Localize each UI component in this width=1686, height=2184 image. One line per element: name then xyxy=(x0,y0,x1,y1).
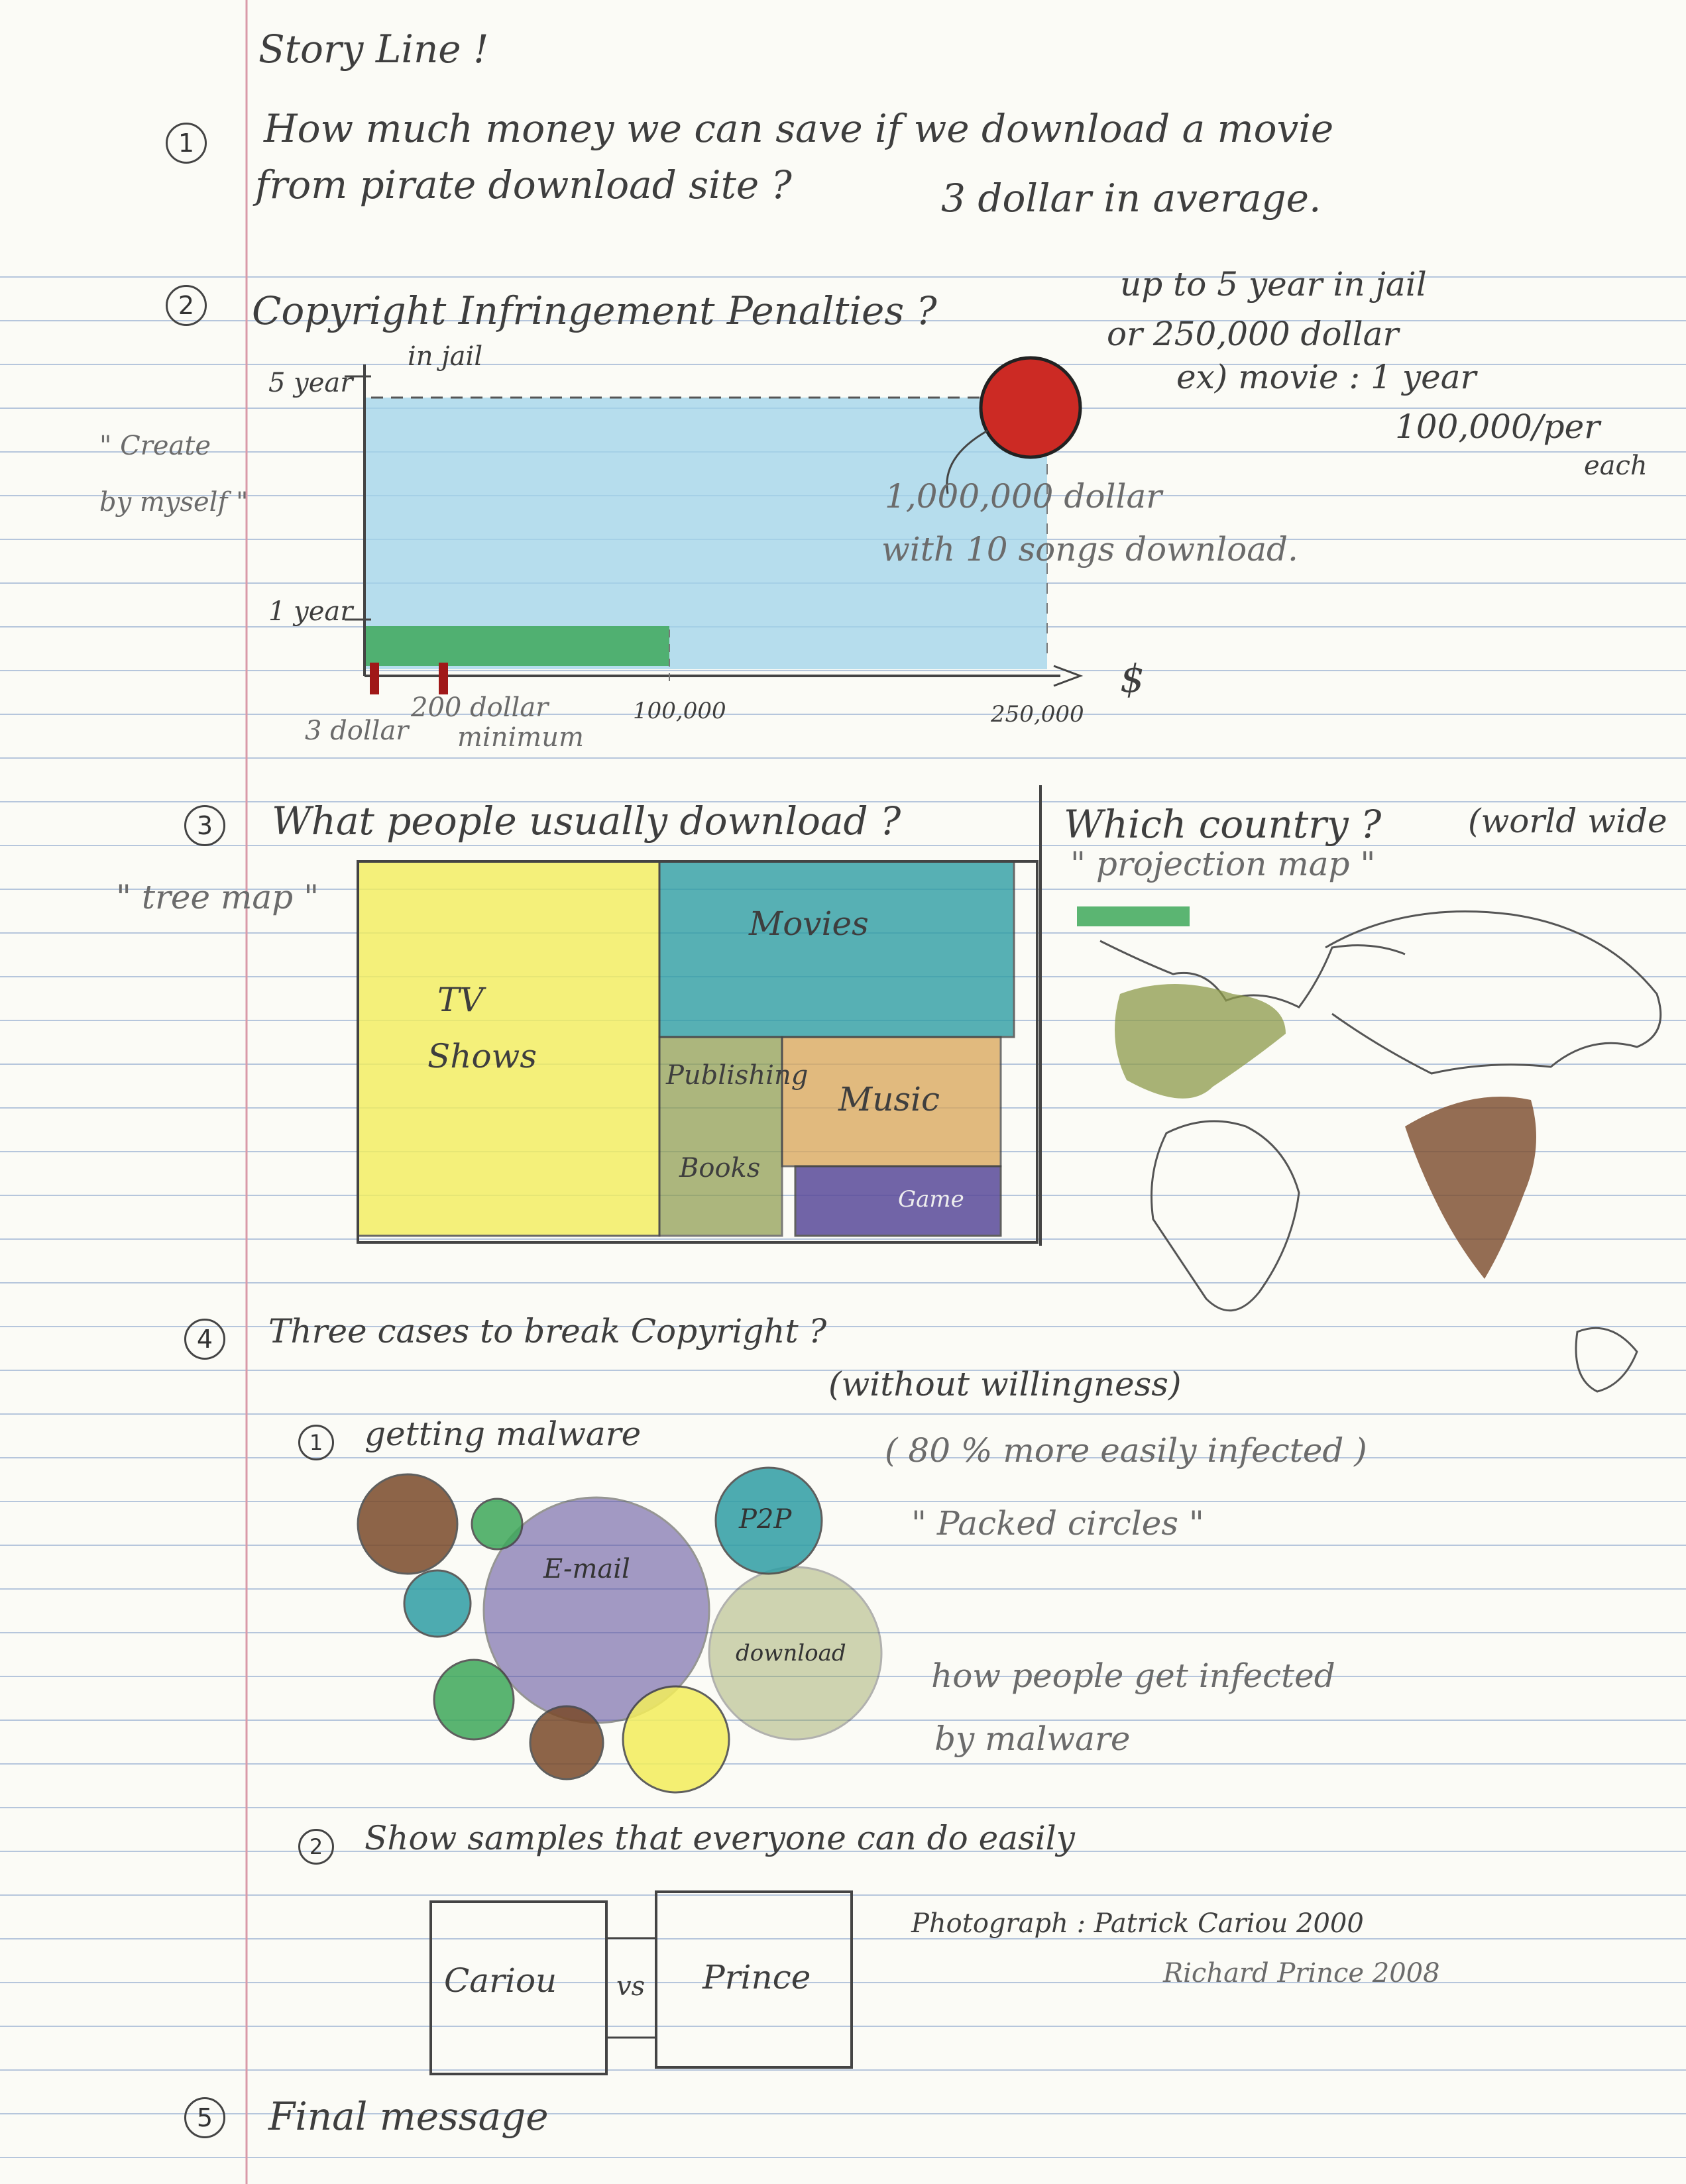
story-title: Story Line ! xyxy=(258,27,489,72)
s3-map-type: " projection map " xyxy=(1070,845,1376,883)
bubble-label-email: E-mail xyxy=(543,1554,630,1584)
s4-heading: Three cases to break Copyright ? xyxy=(268,1312,827,1350)
s1-question-line1: How much money we can save if we downloa… xyxy=(264,106,1334,151)
s2-note-line4: 100,000/per xyxy=(1395,408,1601,446)
chart-x-tick-250000: 250,000 xyxy=(991,701,1084,728)
s4-case1: getting malware xyxy=(365,1415,642,1453)
s4-desc-line2: by malware xyxy=(934,1720,1131,1758)
box-label-cariou: Cariou xyxy=(444,1961,557,2000)
s2-side-label-line2: by myself " xyxy=(99,487,249,518)
chart-marker-3-dollar: 3 dollar xyxy=(305,716,409,746)
s4-stat: ( 80 % more easily infected ) xyxy=(885,1431,1367,1470)
s1-question-line2: from pirate download site ? xyxy=(255,162,792,207)
s4-chart-type: " Packed circles " xyxy=(911,1504,1204,1543)
s2-note-line5: each xyxy=(1584,451,1648,481)
chart-callout-line1: 1,000,000 dollar xyxy=(885,477,1162,516)
s4-case2: Show samples that everyone can do easily xyxy=(365,1819,1075,1857)
s4-photo-line1: Photograph : Patrick Cariou 2000 xyxy=(911,1908,1364,1939)
treemap-label-game: Game xyxy=(898,1186,964,1213)
s2-note-line3: ex) movie : 1 year xyxy=(1176,358,1477,396)
s2-side-label-line1: " Create xyxy=(99,431,211,461)
box-label-prince: Prince xyxy=(702,1958,811,1996)
treemap-label-books: Books xyxy=(679,1153,761,1183)
box-label-vs: vs xyxy=(616,1971,646,2002)
s4-sub: (without willingness) xyxy=(828,1365,1182,1403)
s3-map-note: (world wide xyxy=(1468,802,1667,840)
chart-callout-line2: with 10 songs download. xyxy=(881,530,1298,569)
section-number-5: 5 xyxy=(184,2097,225,2138)
chart-marker-200-dollar: 200 dollar xyxy=(411,692,549,723)
case-number-1: 1 xyxy=(298,1425,334,1460)
s4-photo-line2: Richard Prince 2008 xyxy=(1163,1958,1440,1989)
chart-y-top-label: 5 year xyxy=(268,368,353,398)
bubble-label-download: download xyxy=(736,1640,846,1666)
section-number-4: 4 xyxy=(184,1319,225,1360)
ruled-lines xyxy=(0,276,1686,2158)
s1-answer: 3 dollar in average. xyxy=(941,176,1321,221)
chart-y-bottom-label: 1 year xyxy=(268,596,353,627)
s2-note-line2: or 250,000 dollar xyxy=(1107,315,1399,353)
s5-heading: Final message xyxy=(268,2094,549,2139)
s2-note-line1: up to 5 year in jail xyxy=(1120,265,1427,303)
s4-desc-line1: how people get infected xyxy=(931,1657,1335,1695)
s3-map-heading: Which country ? xyxy=(1064,802,1382,847)
s3-heading: What people usually download ? xyxy=(272,798,901,844)
chart-y-top-note: in jail xyxy=(408,341,483,372)
case-number-2: 2 xyxy=(298,1829,334,1865)
chart-x-unit: $ xyxy=(1120,656,1145,701)
section-number-1: 1 xyxy=(166,123,207,164)
chart-marker-minimum: minimum xyxy=(457,722,584,753)
bubble-label-p2p: P2P xyxy=(739,1504,792,1535)
s2-heading: Copyright Infringement Penalties ? xyxy=(252,288,937,333)
treemap-label-music: Music xyxy=(838,1080,940,1119)
treemap-label-tv: TV xyxy=(437,981,484,1019)
section-number-3: 3 xyxy=(184,805,225,846)
treemap-label-shows: Shows xyxy=(427,1037,537,1075)
section-number-2: 2 xyxy=(166,285,207,326)
treemap-label-publishing: Publishing xyxy=(666,1060,809,1091)
s3-side-label: " tree map " xyxy=(116,878,319,916)
chart-x-tick-100000: 100,000 xyxy=(633,698,726,724)
treemap-label-movies: Movies xyxy=(749,904,869,943)
